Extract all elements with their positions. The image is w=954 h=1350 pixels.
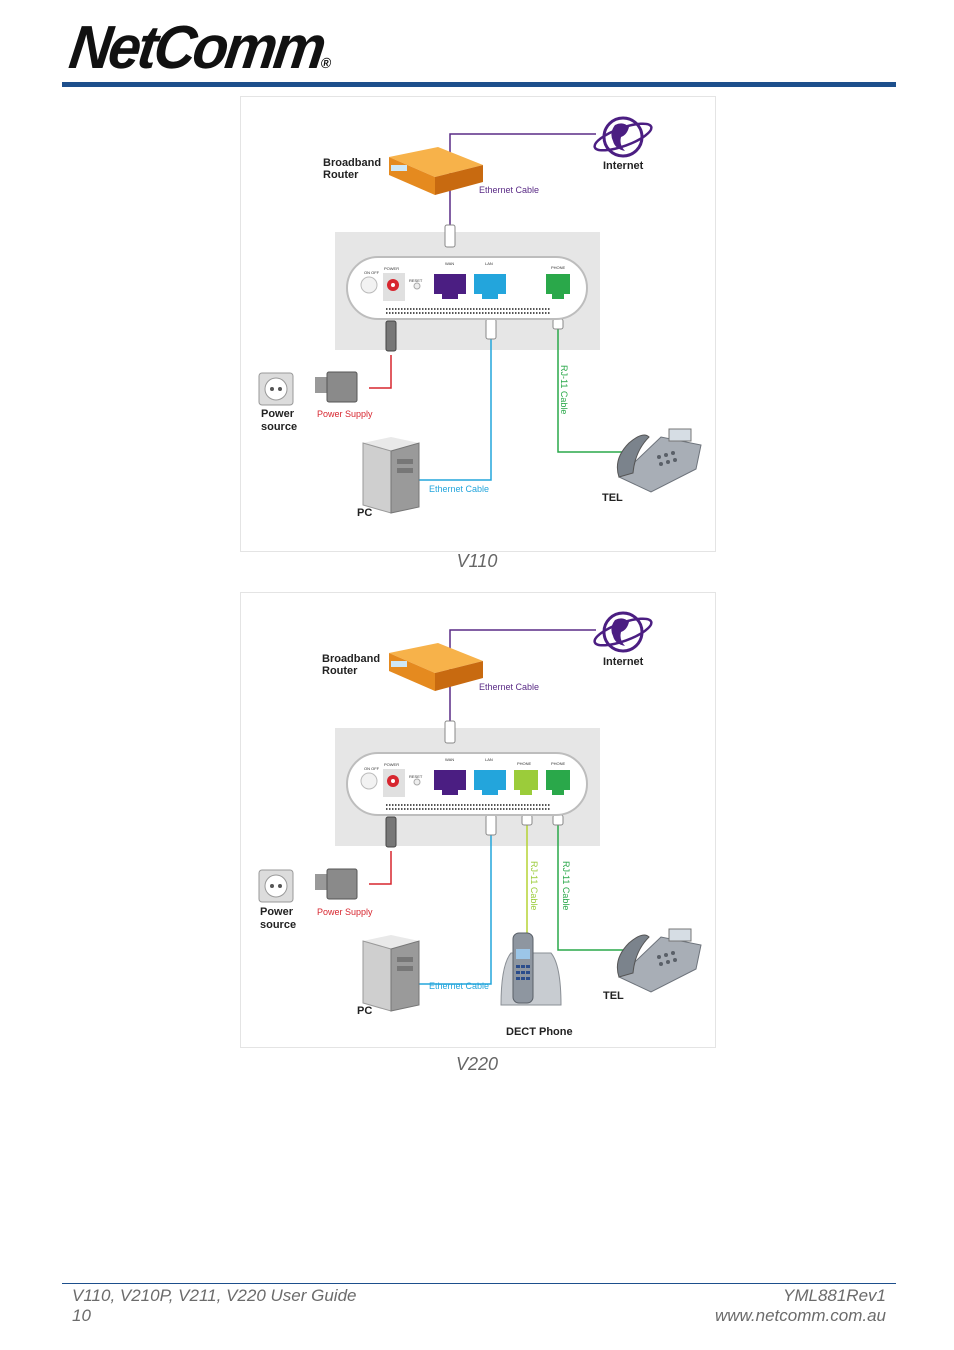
footer-rule — [62, 1283, 896, 1284]
wan-plug-icon — [444, 720, 456, 744]
ethernet-cable-label-top: Ethernet Cable — [479, 185, 539, 195]
rj11-cable-label: RJ-11 Cable — [559, 365, 569, 414]
lan-plug-icon — [485, 318, 497, 340]
port-label-phone-1: PHONE — [517, 761, 532, 766]
power-supply-icon — [315, 371, 358, 403]
internet-globe-icon — [593, 116, 653, 158]
netcomm-logo: NetComm® — [65, 13, 338, 82]
port-label-lan: LAN — [485, 757, 493, 762]
registered-mark: ® — [319, 54, 333, 72]
phone-plug-icon — [552, 814, 564, 826]
caption-v220: V220 — [455, 1054, 499, 1074]
power-outlet-icon — [258, 372, 294, 406]
footer-url: www.netcomm.com.au — [715, 1306, 886, 1325]
tel-label: TEL — [603, 990, 624, 1002]
router-label-1: Broadband — [322, 653, 380, 665]
port-label-onoff: ON OFF — [364, 270, 380, 275]
power-outlet-icon — [258, 869, 294, 903]
internet-globe-icon — [593, 611, 653, 653]
port-label-reset: RESET — [409, 774, 423, 779]
modem-back-panel — [346, 752, 588, 816]
telephone-icon — [616, 428, 702, 493]
phone-cable — [557, 825, 631, 951]
dect-plug-icon — [521, 814, 533, 826]
modem-back-panel — [346, 256, 588, 320]
wan-cable — [449, 629, 596, 725]
power-source-label-2: source — [260, 919, 296, 931]
power-source-label-1: Power — [261, 408, 295, 420]
phone-cable — [557, 329, 631, 453]
footer-doc-id: YML881Rev1 — [782, 1286, 886, 1305]
caption-v110: V110 — [456, 551, 498, 571]
lan-cable — [417, 833, 492, 985]
diagram-v220: Broadband Router Internet Ethernet Cable… — [240, 592, 716, 1048]
port-label-reset: RESET — [409, 278, 423, 283]
diagram-v110: Broadband Router Internet Ethernet Cable… — [240, 96, 716, 552]
power-cable — [369, 851, 392, 885]
internet-label: Internet — [603, 656, 644, 668]
power-plug-icon — [385, 816, 397, 848]
router-label-1: Broadband — [323, 157, 381, 169]
port-label-onoff: ON OFF — [364, 766, 380, 771]
power-source-label-2: source — [261, 421, 297, 433]
port-label-lan: LAN — [485, 261, 493, 266]
tel-label: TEL — [602, 492, 623, 504]
port-label-power: POWER — [384, 266, 399, 271]
phone-plug-icon — [552, 318, 564, 330]
broadband-router — [389, 643, 483, 691]
header-rule — [62, 82, 896, 87]
lan-cable — [417, 337, 492, 481]
pc-label: PC — [357, 507, 372, 519]
broadband-router — [389, 147, 483, 195]
pc-label: PC — [357, 1005, 372, 1017]
port-label-phone-2: PHONE — [551, 761, 566, 766]
pc-tower-icon — [362, 437, 420, 514]
footer-page-number: 10 — [72, 1306, 91, 1325]
port-label-phone: PHONE — [551, 265, 566, 270]
rj11-cable-label-tel: RJ-11 Cable — [561, 861, 571, 910]
power-supply-label: Power Supply — [317, 907, 373, 917]
router-label-2: Router — [322, 665, 358, 677]
port-label-wan: WAN — [445, 757, 454, 762]
lan-plug-icon — [485, 814, 497, 836]
power-cable — [369, 355, 392, 389]
power-supply-icon — [315, 868, 358, 900]
port-label-power: POWER — [384, 762, 399, 767]
router-label-2: Router — [323, 169, 359, 181]
telephone-icon — [616, 928, 702, 993]
ethernet-cable-label-pc: Ethernet Cable — [429, 484, 489, 494]
dect-phone-icon — [500, 932, 562, 1006]
power-plug-icon — [385, 320, 397, 352]
brand-name: NetComm — [65, 13, 328, 82]
dect-phone-label: DECT Phone — [506, 1026, 573, 1038]
wan-plug-icon — [444, 224, 456, 248]
power-source-label-1: Power — [260, 906, 294, 918]
power-supply-label: Power Supply — [317, 409, 373, 419]
footer-doc-title: V110, V210P, V211, V220 User Guide — [72, 1286, 357, 1305]
wan-cable — [449, 133, 596, 229]
port-label-wan: WAN — [445, 261, 454, 266]
pc-tower-icon — [362, 935, 420, 1012]
internet-label: Internet — [603, 160, 644, 172]
ethernet-cable-label-pc: Ethernet Cable — [429, 981, 489, 991]
rj11-cable-label-dect: RJ-11 Cable — [529, 861, 539, 910]
ethernet-cable-label-top: Ethernet Cable — [479, 682, 539, 692]
